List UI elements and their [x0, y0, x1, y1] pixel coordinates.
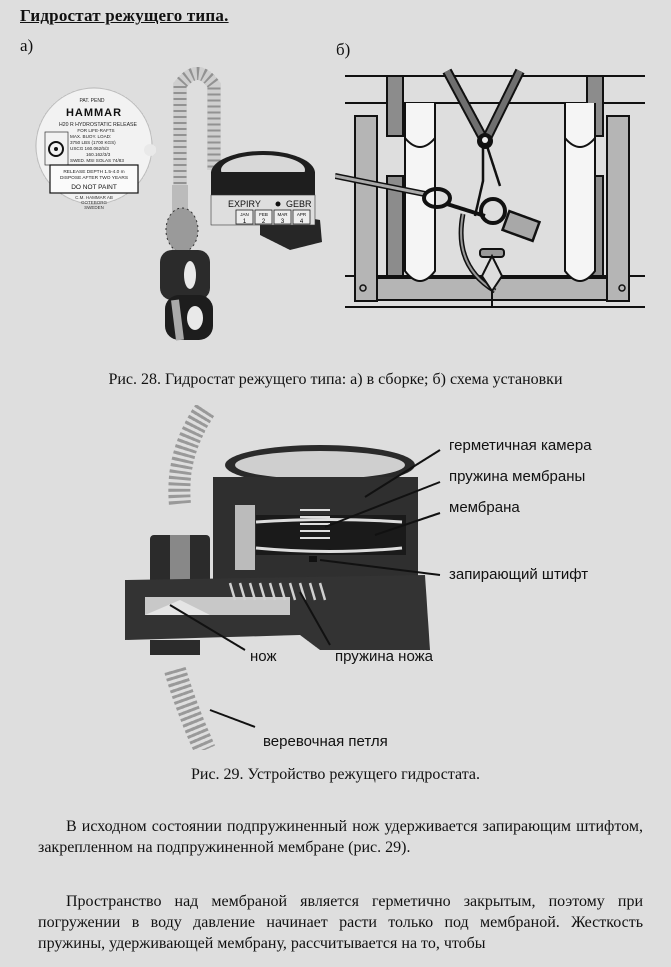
locking-pin — [309, 556, 317, 562]
figure-29-caption: Рис. 29. Устройство режущего гидростата. — [190, 766, 481, 783]
hammar-tag: PAT. PEND HAMMAR H20 R HYDROSTATIC RELEA… — [35, 87, 156, 210]
rope-segment-bottom — [164, 666, 216, 750]
rope-loop — [165, 67, 221, 255]
tag-maker: C.M. HAMMAR AB — [75, 195, 113, 200]
figure-28b-scheme — [335, 68, 645, 308]
leader-lines — [169, 449, 441, 728]
month-name: MAR — [278, 212, 289, 217]
label-rope-loop: веревочная петля — [263, 733, 388, 750]
tag-dispose: DISPOSE AFTER TWO YEARS — [60, 175, 128, 181]
label-membrane: мембрана — [449, 499, 520, 516]
hydrostat-on-cradle — [473, 145, 542, 306]
tag-release-depth: RELEASE DEPTH 1.5-4.0 m — [63, 169, 124, 175]
expiry-month-cell: MAR 3 — [273, 209, 292, 225]
expiry-month-cell: FEB 2 — [254, 209, 273, 225]
label-membrane-spring: пружина мембраны — [449, 468, 586, 485]
tag-warning: DO NOT PAINT — [71, 184, 117, 191]
label-locking-pin: запирающий штифт — [449, 566, 589, 583]
tag-pat: PAT. PEND — [79, 98, 104, 104]
tag-uscg2: 160.162/3/3 — [86, 152, 111, 157]
tag-country: SWEDEN — [84, 205, 104, 210]
month-number: 1 — [243, 219, 247, 225]
figure-28-caption: Рис. 28. Гидростат режущего типа: а) в с… — [108, 371, 563, 388]
paragraph-2: Пространство над мембраной является герм… — [38, 891, 643, 954]
label-sealed-chamber: герметичная камера — [449, 437, 592, 454]
figure-28a-photo: PAT. PEND HAMMAR H20 R HYDROSTATIC RELEA… — [35, 67, 322, 341]
figure-28a-label: а) — [20, 36, 34, 55]
month-name: APR — [297, 212, 307, 217]
paragraph-1: В исходном состоянии подпружиненный нож … — [38, 816, 643, 858]
figure-29-diagram — [125, 405, 441, 750]
knife-spring — [228, 582, 327, 601]
month-number: 3 — [281, 219, 285, 225]
rope-segment-top — [168, 405, 215, 507]
tag-city: GOTEBORG — [81, 200, 108, 205]
expiry-label-2: GEBR — [286, 199, 312, 209]
month-name: JAN — [240, 212, 249, 217]
tag-brand: HAMMAR — [66, 107, 122, 119]
month-number: 4 — [300, 219, 304, 225]
tag-sweden: SWED. MSI SOLAS 74/83 — [70, 158, 124, 163]
month-name: FEB — [259, 212, 268, 217]
tag-load-label: MAX. BUOY. LOAD: — [70, 134, 111, 139]
section-heading: Гидростат режущего типа. — [20, 6, 229, 25]
tag-load-value: 3750 LBS (1700 KGS) — [70, 140, 116, 145]
tag-model: H20 R HYDROSTATIC RELEASE — [59, 122, 137, 128]
tag-uscg: USCG 160.062/5/3 — [70, 146, 109, 151]
membrane-spring — [300, 509, 330, 539]
hydrostat-housing — [125, 445, 430, 655]
hydrostatic-unit: EXPIRY GEBR JAN 1 FEB 2 MAR 3 APR 4 — [210, 151, 322, 250]
expiry-label: EXPIRY — [228, 199, 261, 209]
paragraph-1-text: В исходном состоянии подпружиненный нож … — [38, 818, 643, 856]
label-knife-spring: пружина ножа — [335, 648, 434, 665]
figure-28b-label: б) — [336, 40, 351, 59]
month-number: 2 — [262, 219, 266, 225]
painter-line — [335, 173, 497, 294]
label-knife: нож — [250, 648, 277, 665]
expiry-month-cell: JAN 1 — [235, 209, 254, 225]
paragraph-2-text: Пространство над мембраной является герм… — [38, 893, 643, 952]
ships-wheel-icon — [48, 141, 64, 157]
shackle — [160, 250, 213, 341]
expiry-month-cell: APR 4 — [292, 209, 311, 225]
straps — [442, 68, 525, 149]
tag-purpose: FOR LIFE-RAFTS — [77, 128, 114, 133]
